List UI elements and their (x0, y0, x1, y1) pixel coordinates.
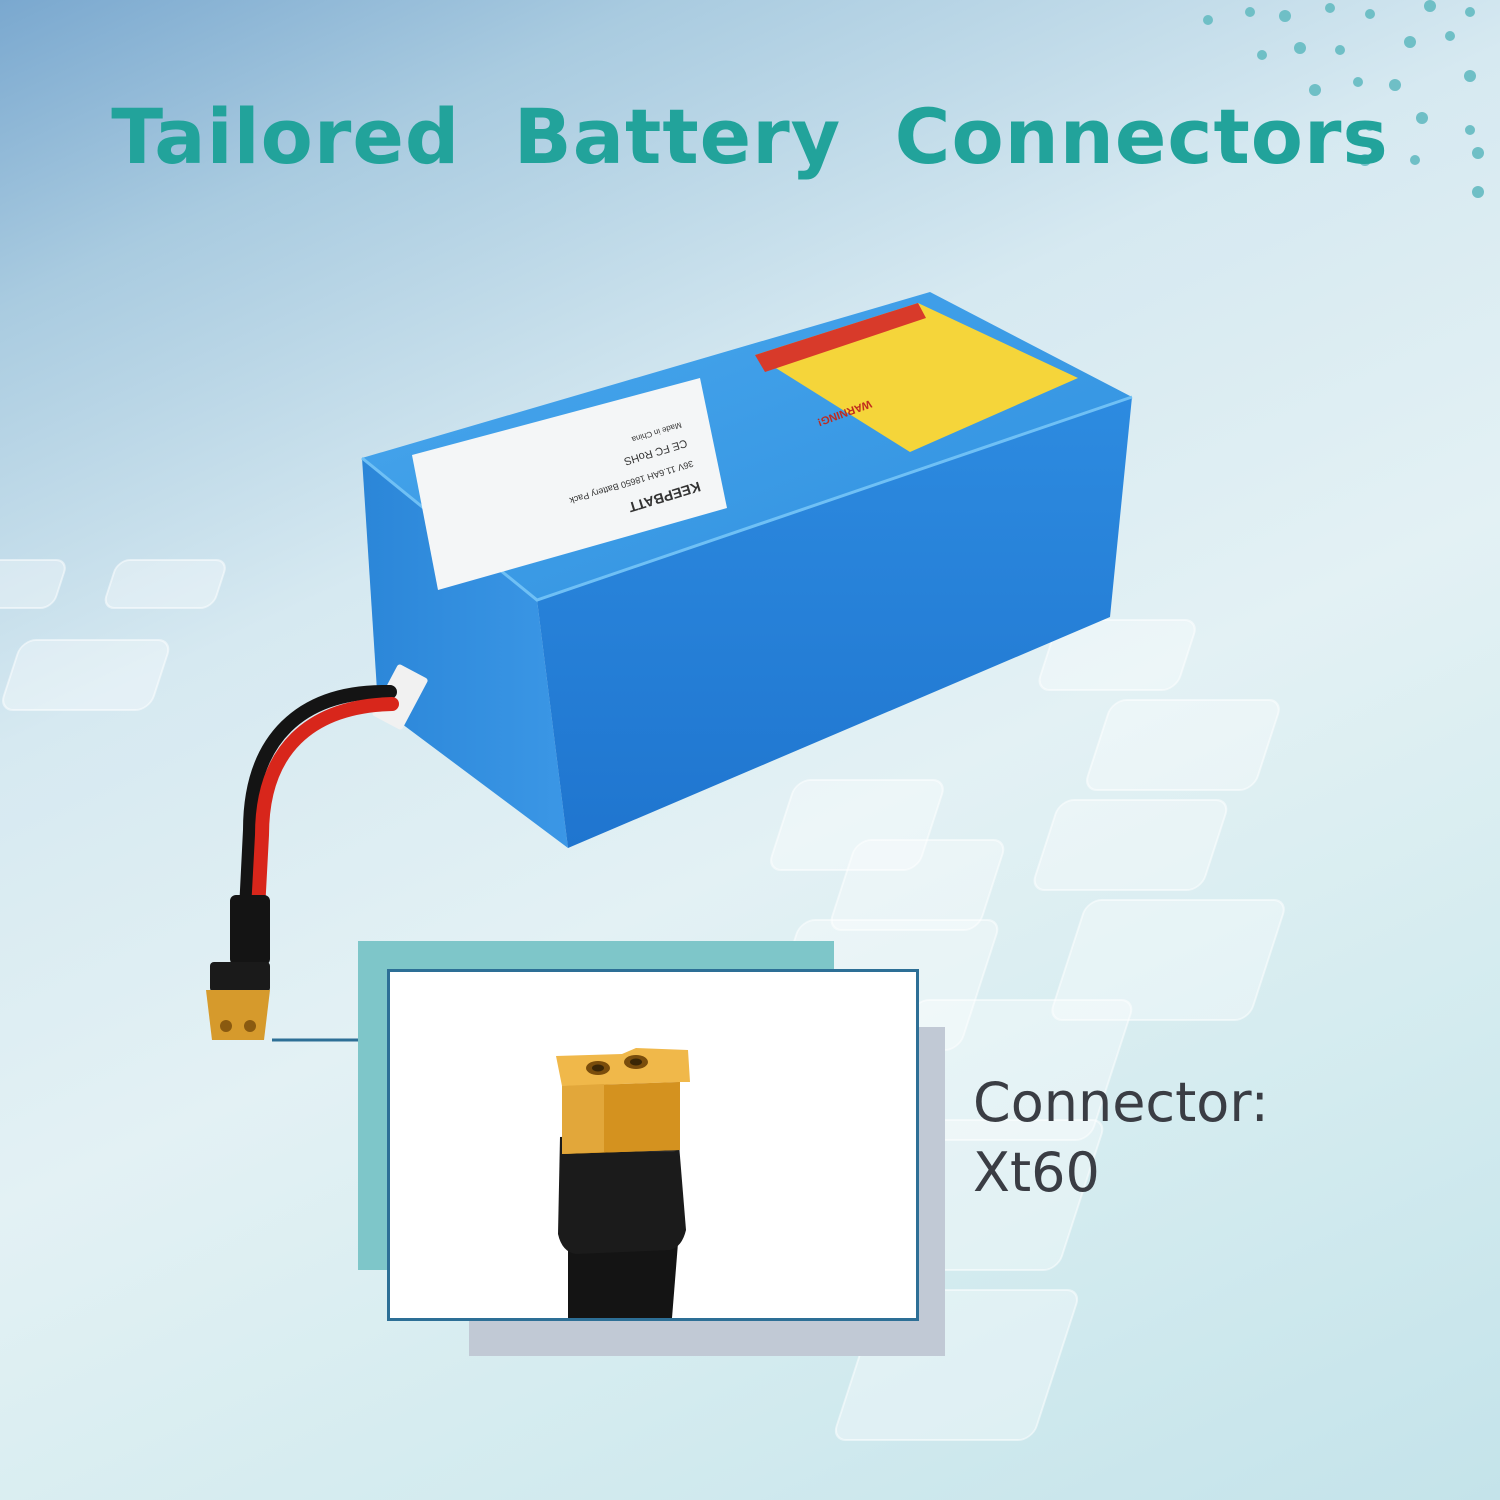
decorative-dots (1203, 0, 1484, 198)
connector-value: Xt60 (973, 1141, 1100, 1204)
connector-label: Connector: (973, 1071, 1269, 1134)
battery-end-face (362, 458, 568, 848)
headline: Tailored Battery Connectors (111, 92, 1389, 181)
battery-front-face (537, 397, 1132, 848)
connector-closeup-panel (387, 969, 919, 1321)
spec-label (412, 378, 727, 590)
connector-callout: Connector: Xt60 (973, 1068, 1269, 1208)
xt60-connector (206, 990, 270, 1040)
xt60-closeup-illustration (556, 1048, 690, 1318)
